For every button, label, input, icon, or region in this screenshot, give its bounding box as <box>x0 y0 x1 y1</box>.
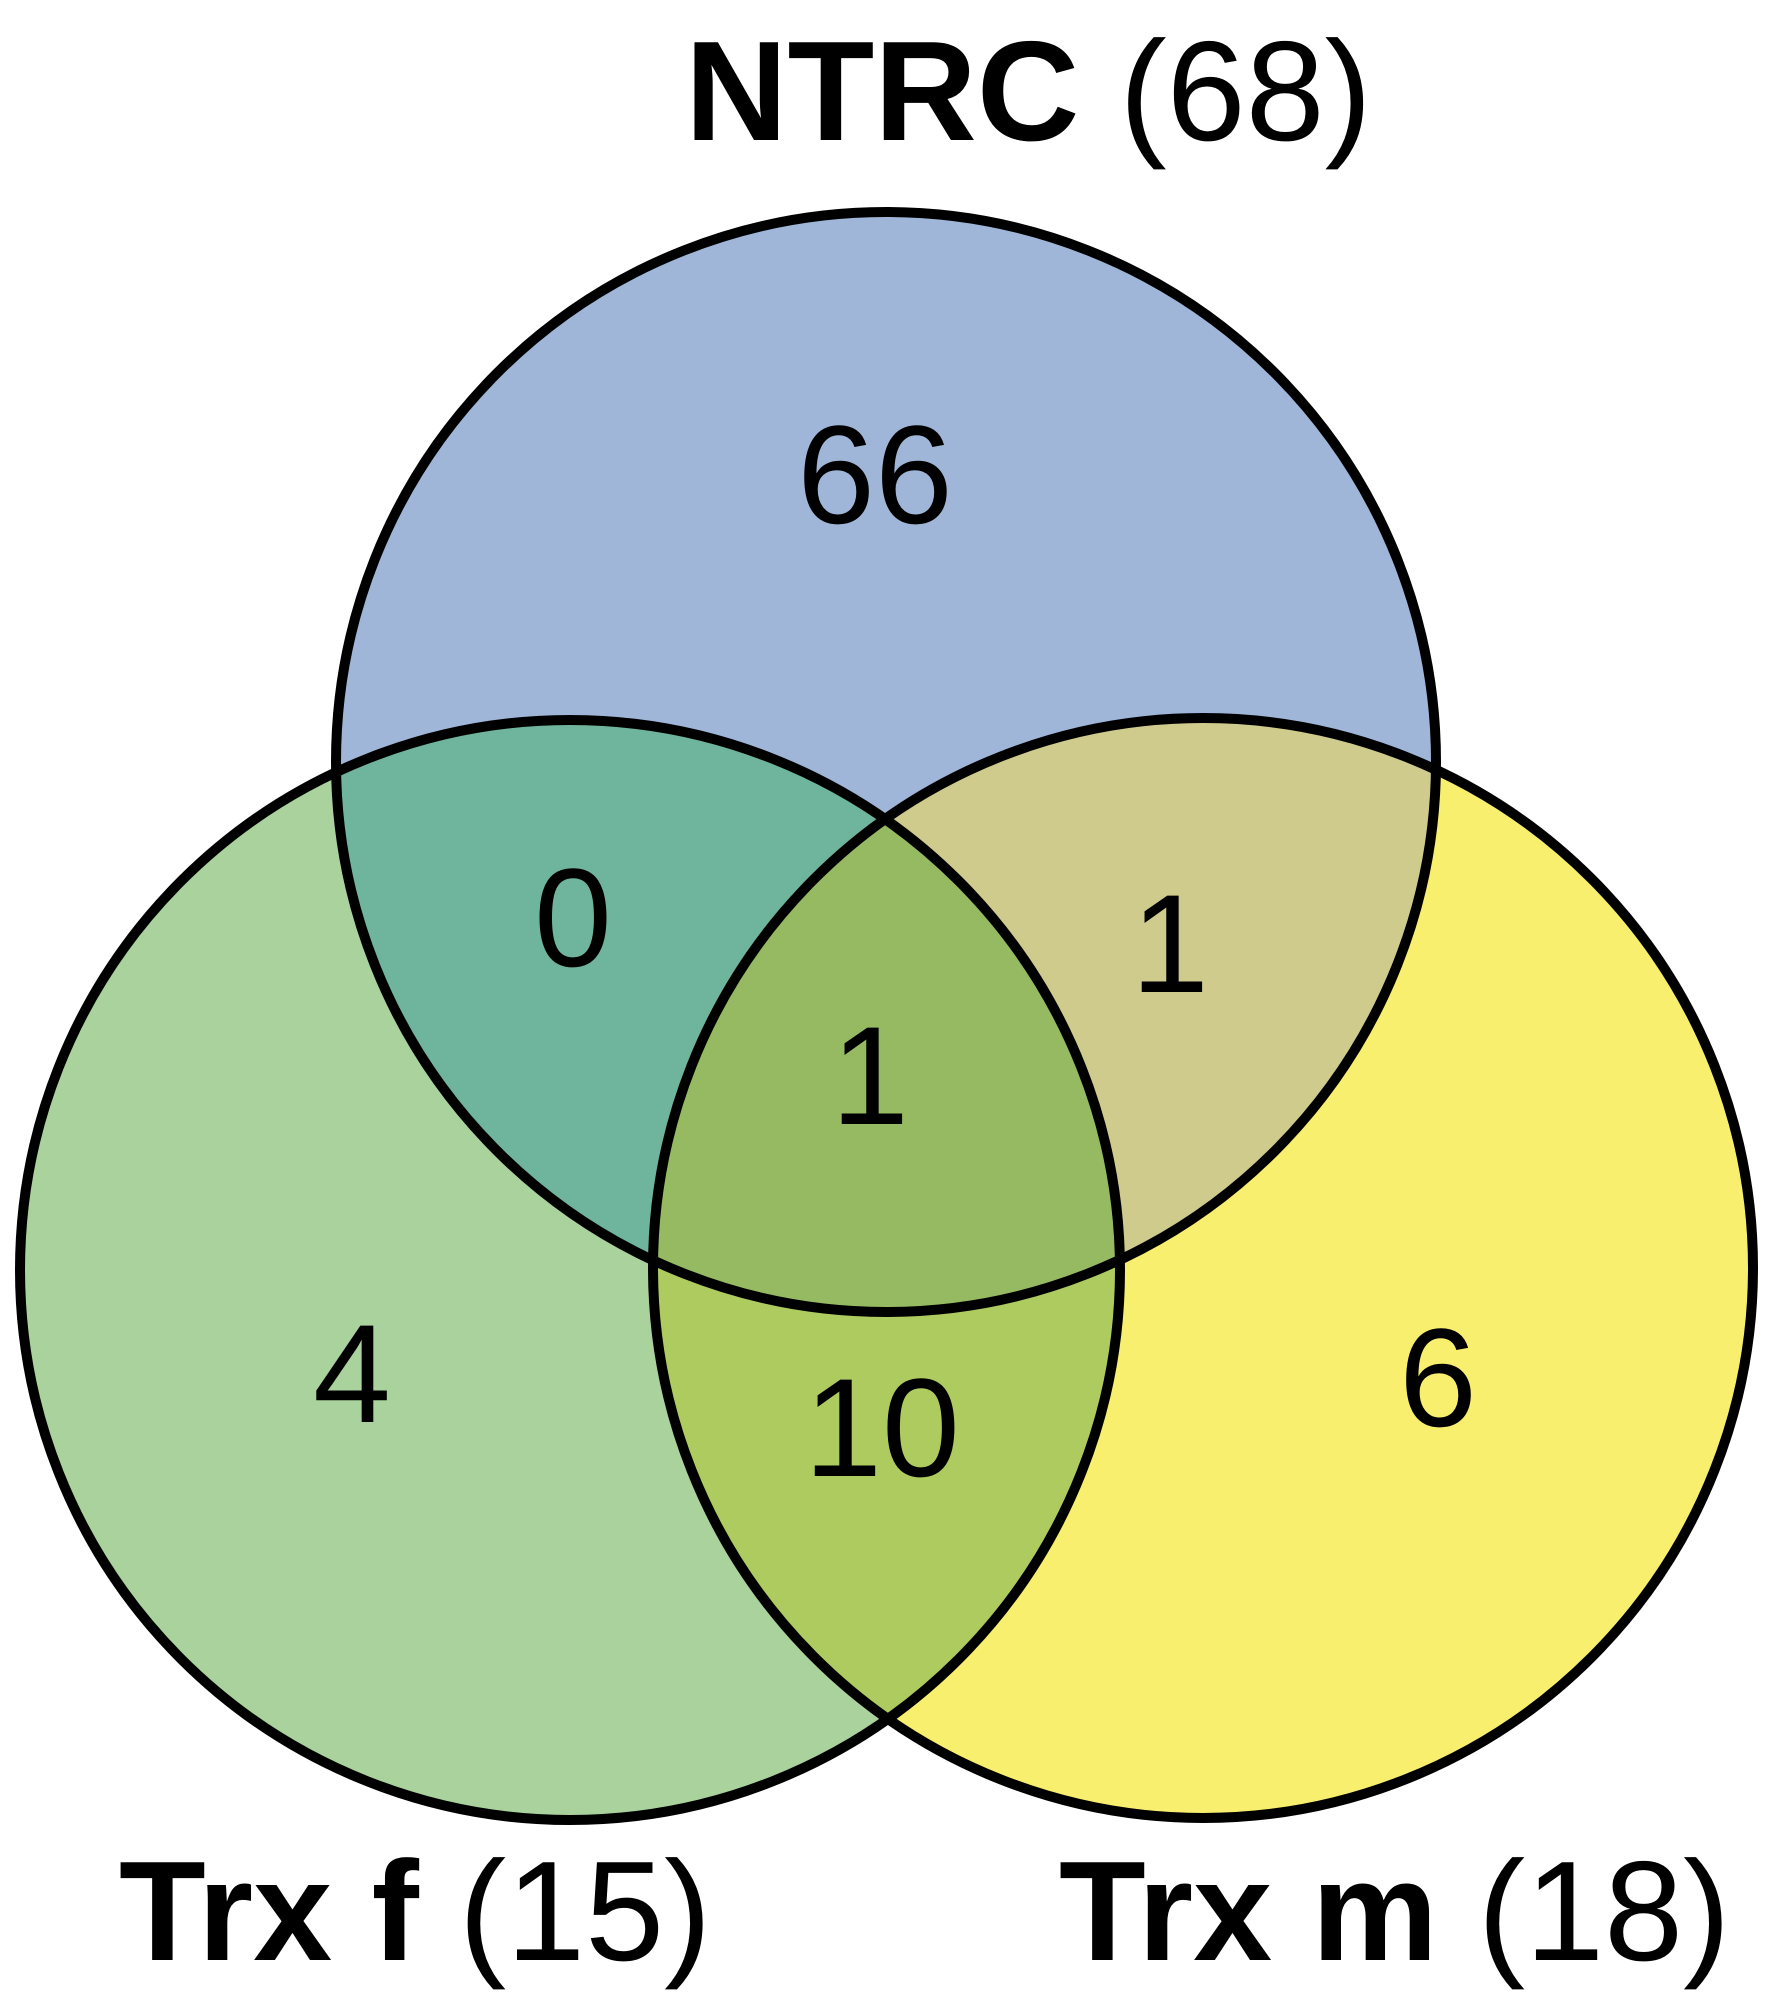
trxm-circle-outline <box>648 713 1758 1823</box>
count-ntrc-only: 66 <box>797 396 953 553</box>
count-ntrc-trxf: 0 <box>534 839 612 996</box>
trxf-set-label: Trx f(15) <box>119 1832 711 1991</box>
trxf-set-total: (15) <box>459 1832 712 1991</box>
count-trxf-only: 4 <box>313 1295 391 1452</box>
count-trxf-trxm: 10 <box>804 1349 960 1506</box>
ntrc-set-total: (68) <box>1119 12 1372 171</box>
count-trxm-only: 6 <box>1399 1299 1477 1456</box>
trxm-set-label: Trx m (18) <box>1059 1832 1730 1991</box>
trxf-circle-outline <box>15 715 1125 1825</box>
ntrc-set-name: NTRC <box>685 12 1079 171</box>
trxf-set-name: Trx f <box>119 1832 420 1991</box>
count-all-three: 1 <box>831 997 909 1154</box>
region-all-three <box>653 720 1120 1312</box>
trxm-set-name: Trx m <box>1059 1832 1438 1991</box>
ntrc-set-label: NTRC (68) <box>685 12 1372 171</box>
ntrc-circle-outline <box>331 207 1441 1317</box>
trxm-set-total: (18) <box>1478 1832 1731 1991</box>
count-ntrc-trxm: 1 <box>1131 865 1209 1022</box>
